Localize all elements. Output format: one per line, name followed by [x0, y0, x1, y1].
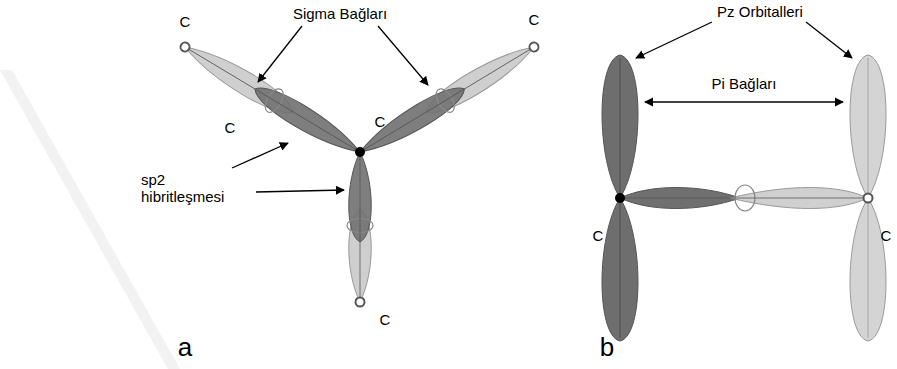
sigma-bond — [174, 34, 366, 164]
sigma-bond — [353, 34, 544, 164]
atom-label: C — [180, 13, 191, 30]
sigma-bond — [347, 152, 373, 307]
atom-label: C — [881, 227, 892, 244]
bond-label: Sigma Bağları — [293, 5, 387, 22]
watermark-band — [0, 70, 180, 369]
hybrid-label: sp2 hibritleşmesi — [141, 171, 251, 206]
panel-letter: a — [178, 333, 192, 363]
atom-label: C — [593, 227, 604, 244]
atom-label: C — [529, 11, 540, 28]
atom-label: C — [225, 119, 236, 136]
pi-bond-figure — [602, 22, 886, 341]
atom-label: C — [380, 311, 391, 328]
sigma-bonds — [174, 34, 544, 307]
atom-label: C — [375, 113, 386, 130]
leader-arrows — [232, 26, 428, 192]
bond-label: Pi Bağları — [709, 75, 778, 92]
panel-letter: b — [600, 333, 614, 363]
orbital-label: Pz Orbitalleri — [717, 3, 803, 20]
